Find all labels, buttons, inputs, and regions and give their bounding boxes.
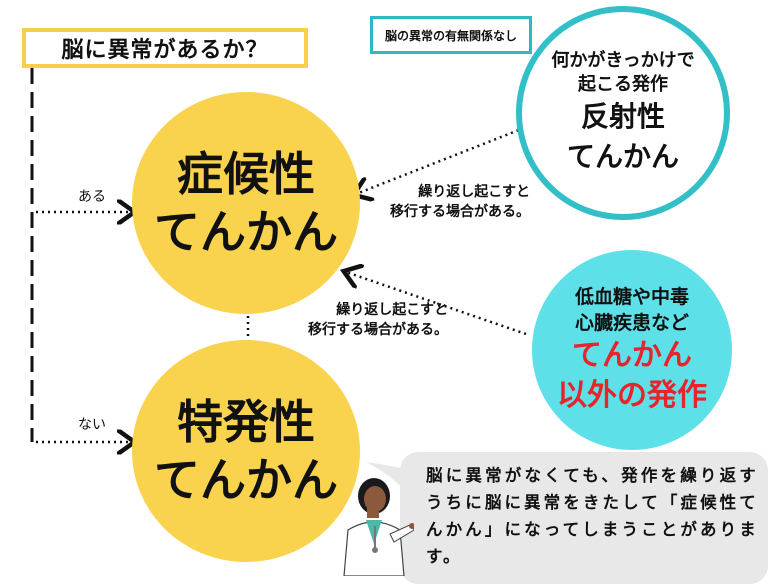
upper-arrow-label: 繰り返し起こすと 移行する場合がある。 — [380, 182, 530, 222]
note-box: 脳の異常の有無関係なし — [370, 16, 532, 54]
idiopathic-title: 特発性 — [177, 395, 315, 449]
other-desc-2: 心臓疾患など — [574, 312, 689, 334]
branch-no-label: ない — [78, 417, 106, 433]
lower-arrow-label-2: 移行する場合がある。 — [308, 322, 448, 338]
symptomatic-epilepsy-circle: 症候性 てんかん — [132, 92, 360, 314]
reflex-epilepsy-circle: 何かがきっかけで 起こる発作 反射性 てんかん — [516, 6, 730, 220]
upper-arrow-label-1: 繰り返し起こすと — [418, 184, 530, 200]
arrow-other-to-symptomatic — [346, 272, 527, 336]
idiopathic-subtitle: てんかん — [154, 453, 338, 507]
speech-bubble — [400, 452, 768, 584]
other-title: てんかん — [572, 338, 692, 373]
upper-arrow-label-2: 移行する場合がある。 — [390, 204, 530, 220]
note-text: 脳の異常の有無関係なし — [384, 28, 517, 43]
reflex-desc-2: 起こる発作 — [578, 74, 668, 95]
speech-bubble-tail — [366, 462, 406, 492]
doctor-illustration — [343, 478, 414, 576]
non-epileptic-seizure-circle: 低血糖や中毒 心臓疾患など てんかん 以外の発作 — [532, 250, 732, 450]
question-box: 脳に異常があるか？ — [22, 28, 308, 68]
symptomatic-title: 症候性 — [177, 147, 315, 201]
lower-arrow-label-1: 繰り返し起こすと — [336, 302, 448, 318]
branch-yes-label: ある — [78, 189, 106, 205]
explanation-text: 脳に異常がなくても、発作を繰り返すうちに脳に異常をきたして「症候性てんかん」にな… — [426, 466, 758, 566]
arrow-reflex-to-symptomatic — [356, 126, 525, 194]
reflex-subtitle: てんかん — [566, 140, 679, 173]
question-text: 脳に異常があるか？ — [61, 38, 269, 63]
idiopathic-epilepsy-circle: 特発性 てんかん — [132, 340, 360, 562]
symptomatic-subtitle: てんかん — [154, 205, 338, 259]
other-desc-1: 低血糖や中毒 — [574, 286, 689, 308]
lower-arrow-label: 繰り返し起こすと 移行する場合がある。 — [298, 300, 448, 340]
reflex-title: 反射性 — [580, 100, 665, 133]
other-subtitle: 以外の発作 — [557, 378, 707, 413]
reflex-desc-1: 何かがきっかけで — [551, 50, 695, 71]
